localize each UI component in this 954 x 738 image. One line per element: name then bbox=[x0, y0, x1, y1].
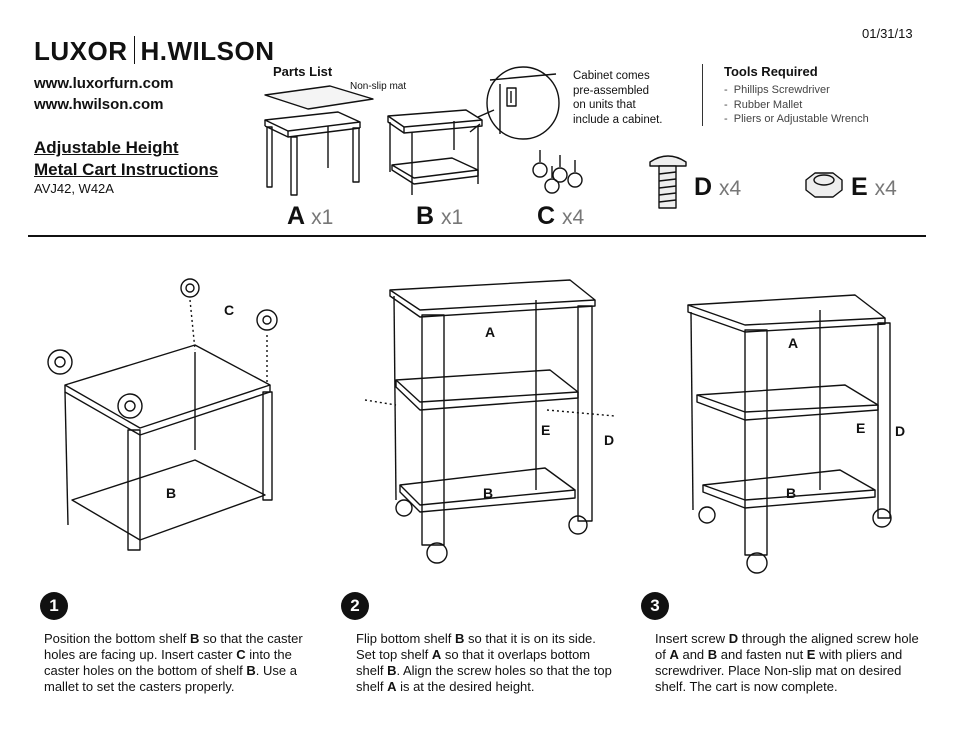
doc-title-line1: Adjustable Height bbox=[34, 138, 179, 157]
step2-label-e: E bbox=[541, 422, 551, 438]
step3-label-a: A bbox=[788, 335, 799, 351]
step2-label-d: D bbox=[604, 432, 615, 448]
part-c-illustration bbox=[532, 150, 583, 194]
doc-title-line2: Metal Cart Instructions bbox=[34, 160, 219, 179]
step1-label-c: C bbox=[224, 302, 235, 318]
step1-illustration bbox=[47, 278, 278, 551]
step3-label-b: B bbox=[786, 485, 797, 501]
step-1-badge: 1 bbox=[40, 592, 68, 620]
step-2-text: Flip bottom shelf B so that it is on its… bbox=[356, 631, 612, 694]
model-numbers: AVJ42, W42A bbox=[34, 181, 114, 196]
step3-label-e: E bbox=[856, 420, 866, 436]
part-c-label: C x4 bbox=[537, 202, 585, 230]
step3-label-d: D bbox=[895, 423, 906, 439]
tools-list: - Phillips Screwdriver - Rubber Mallet -… bbox=[724, 83, 869, 127]
step2-illustration bbox=[364, 279, 616, 564]
part-a-illustration bbox=[264, 111, 361, 196]
part-d-label: D x4 bbox=[694, 173, 742, 201]
step2-label-b: B bbox=[483, 485, 494, 501]
step-1-text: Position the bottom shelf B so that the … bbox=[44, 631, 303, 694]
part-d-illustration bbox=[649, 155, 687, 209]
step-3-text: Insert screw D through the aligned screw… bbox=[655, 631, 919, 694]
brand-hwilson: H.WILSON bbox=[140, 36, 275, 66]
tool-item: - Phillips Screwdriver bbox=[724, 84, 830, 96]
part-e-label: E x4 bbox=[851, 173, 897, 201]
url-luxorfurn[interactable]: www.luxorfurn.com bbox=[34, 75, 174, 92]
parts-list-title: Parts List bbox=[273, 64, 333, 79]
step3-illustration bbox=[687, 294, 892, 574]
step2-label-a: A bbox=[485, 324, 496, 340]
url-hwilson[interactable]: www.hwilson.com bbox=[34, 96, 164, 113]
header-rule bbox=[28, 235, 926, 237]
brand-logo: LUXOR H.WILSON bbox=[34, 36, 275, 67]
tool-item: - Pliers or Adjustable Wrench bbox=[724, 113, 869, 125]
step1-label-b: B bbox=[166, 485, 177, 501]
brand-luxor: LUXOR bbox=[34, 36, 128, 66]
part-e-illustration bbox=[805, 172, 843, 198]
part-a-label: A x1 bbox=[287, 202, 334, 230]
step-2-badge: 2 bbox=[341, 592, 369, 620]
tool-item: - Rubber Mallet bbox=[724, 98, 803, 111]
cabinet-detail-illustration bbox=[486, 66, 560, 140]
cabinet-note: Cabinet comes pre-assembled on units tha… bbox=[573, 70, 663, 126]
part-b-label: B x1 bbox=[416, 202, 464, 230]
non-slip-mat-illustration bbox=[264, 85, 374, 110]
non-slip-mat-label: Non-slip mat bbox=[350, 81, 407, 92]
brand-divider bbox=[133, 36, 135, 64]
tools-required-title: Tools Required bbox=[724, 64, 818, 79]
step-3-badge: 3 bbox=[641, 592, 669, 620]
part-b-illustration bbox=[387, 109, 483, 195]
header-divider bbox=[702, 64, 703, 126]
document-date: 01/31/13 bbox=[862, 26, 913, 41]
